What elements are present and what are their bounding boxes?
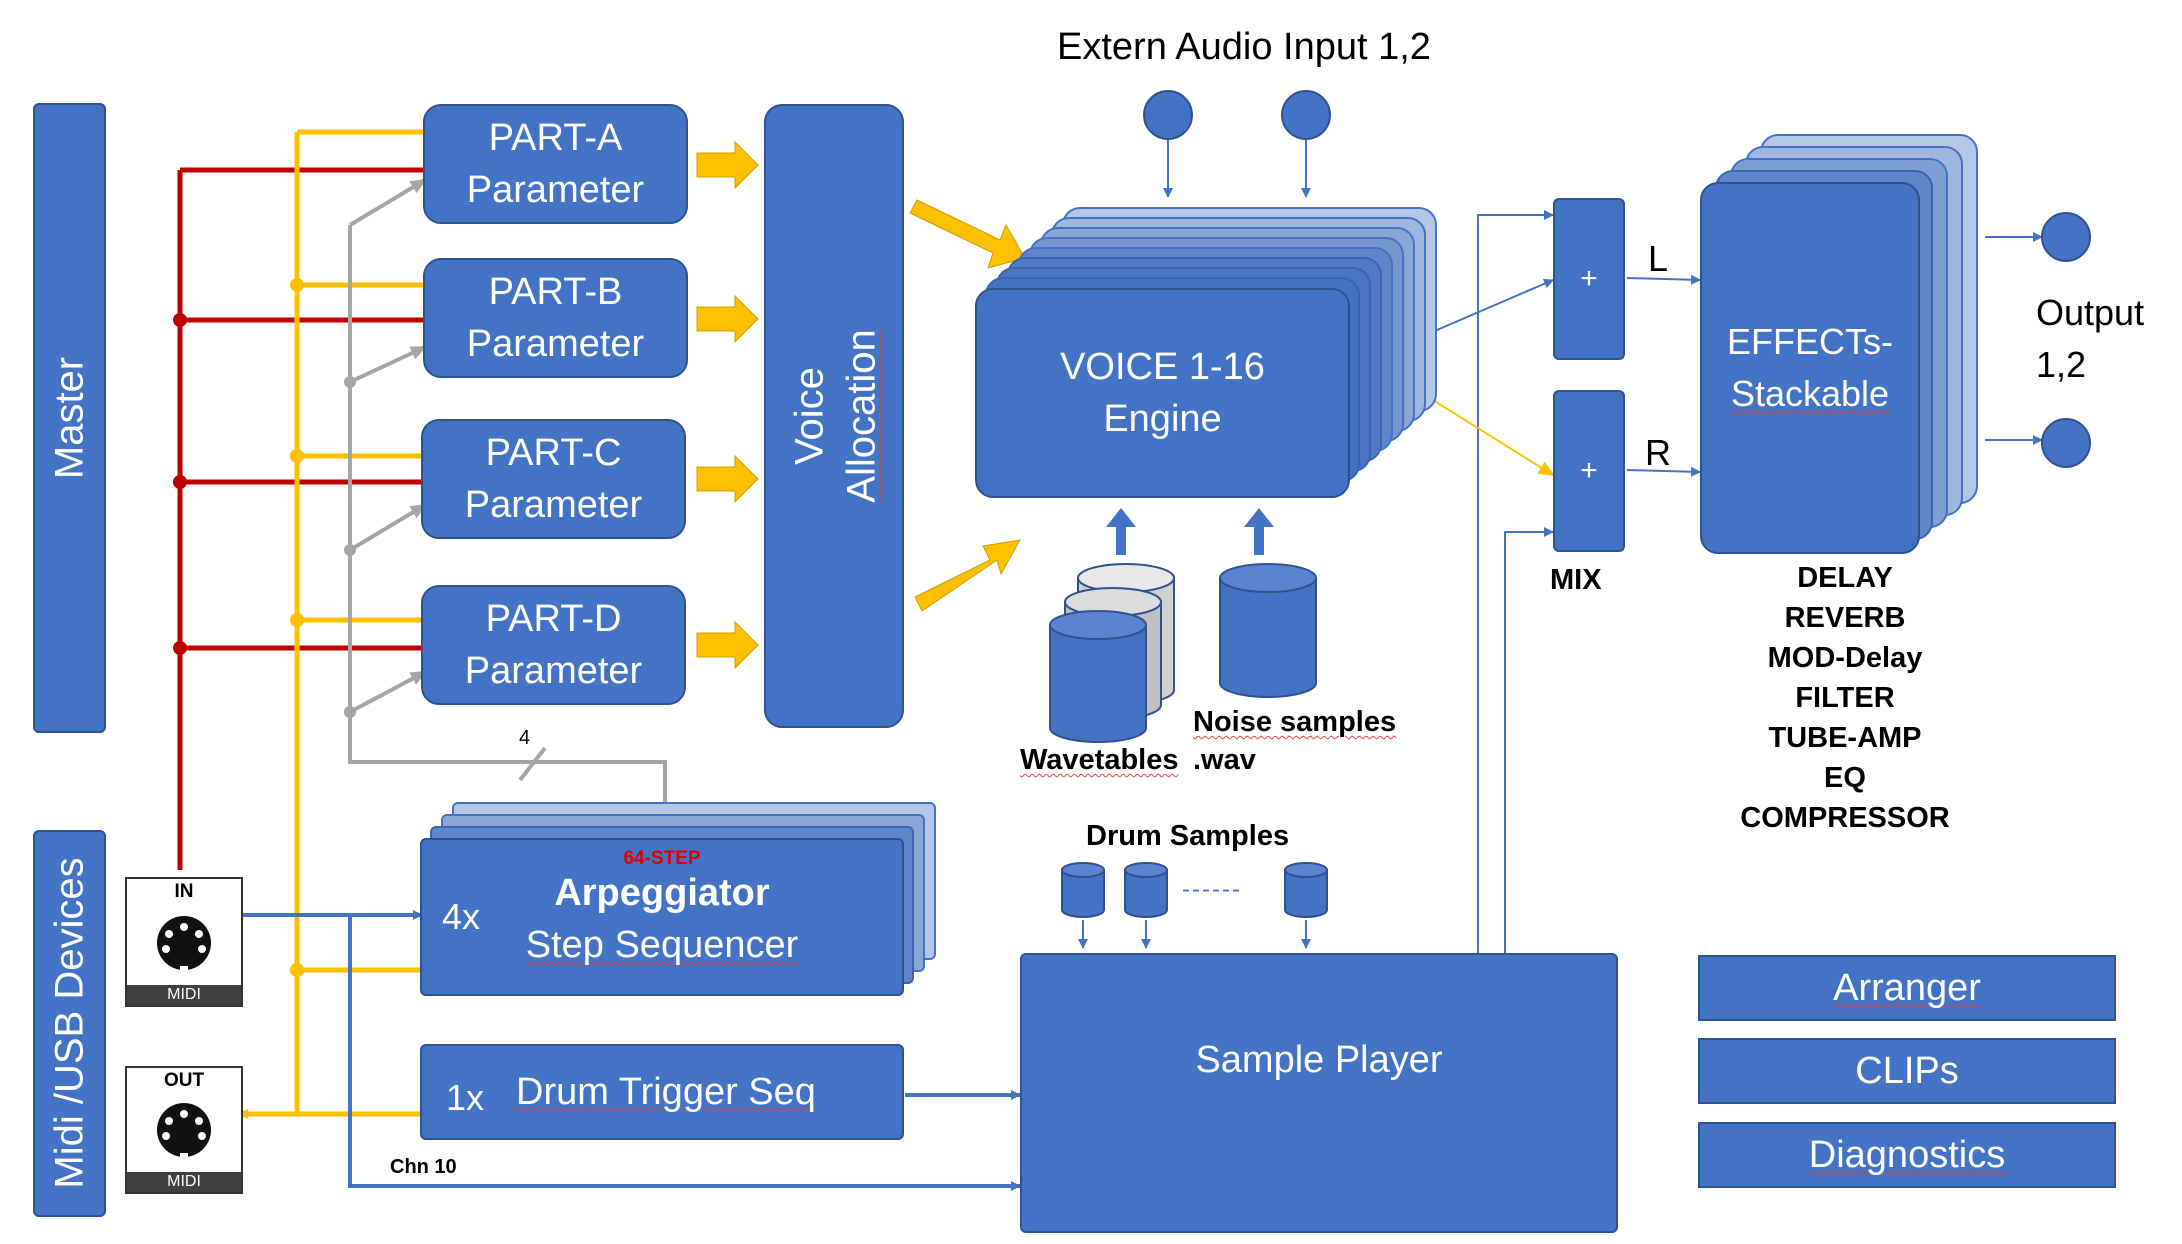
part-c-parameter: Parameter <box>464 484 643 526</box>
arpeggiator-title: Arpeggiator <box>554 872 770 914</box>
noise-samples-label: Noise samples <box>1193 706 1397 738</box>
drum-samples-label: Drum Samples <box>1086 820 1290 852</box>
drum-samples-dashes: ------ <box>1182 876 1242 903</box>
midi-din-icon <box>157 1103 211 1159</box>
midi-usb-label: Midi /USB Devices <box>47 857 92 1189</box>
arpeggiator-count: 4x <box>442 896 481 937</box>
effects-title: EFFECTs- <box>1727 321 1893 362</box>
noise-wav-label: .wav <box>1193 744 1256 776</box>
voice-allocation-line2: Allocation <box>839 329 884 503</box>
clips-label: CLIPs <box>1855 1049 1959 1092</box>
voice-engine-subtitle: Engine <box>1103 398 1222 440</box>
part-d-block: PART-D Parameter <box>421 585 686 705</box>
mix-right-plus: + <box>1580 454 1598 487</box>
effect-item: COMPRESSOR <box>1740 802 1950 834</box>
mix-left-plus: + <box>1580 262 1598 295</box>
drum-trigger-count: 1x <box>446 1077 485 1118</box>
midi-in-footer: MIDI <box>127 985 241 1005</box>
part-b-block: PART-B Parameter <box>423 258 688 378</box>
mix-right-block: + <box>1553 390 1625 552</box>
drum-sample-cylinders <box>1061 862 1328 918</box>
extern-audio-label: Extern Audio Input 1,2 <box>1057 26 1431 68</box>
blue-midi-lines <box>243 910 1021 1191</box>
effect-item: DELAY <box>1797 562 1893 594</box>
master-panel <box>33 103 106 733</box>
drum-trigger-label: Drum Trigger Seq <box>516 1070 816 1113</box>
sample-player-block: Sample Player <box>1020 953 1618 1233</box>
voice-engine-title: VOICE 1-16 <box>1060 346 1265 388</box>
diagnostics-button[interactable]: Diagnostics <box>1698 1122 2116 1188</box>
part-b-parameter: Parameter <box>466 323 645 365</box>
effect-item: EQ <box>1824 762 1866 794</box>
part-c-block: PART-C Parameter <box>421 419 686 539</box>
part-d-parameter: Parameter <box>464 650 643 692</box>
gray-control-bus <box>348 178 667 802</box>
voice-allocation-block <box>764 104 904 728</box>
sample-player-label: Sample Player <box>1195 1039 1443 1081</box>
master-label: Master <box>47 356 92 480</box>
part-b-name: PART-B <box>488 271 623 313</box>
voice-allocation-line1: Voice <box>787 367 832 465</box>
effects-subtitle: Stackable <box>1730 373 1890 414</box>
midi-out-port: OUT MIDI <box>125 1066 243 1194</box>
part-a-block: PART-A Parameter <box>423 104 688 224</box>
effect-item: REVERB <box>1784 602 1906 634</box>
midi-out-label: OUT <box>163 1070 205 1091</box>
part-d-name: PART-D <box>485 598 622 640</box>
effect-item: FILTER <box>1795 682 1895 714</box>
arpeggiator-steps-tag: 64-STEP <box>623 848 701 869</box>
audio-lines <box>1078 135 2043 955</box>
effect-item: TUBE-AMP <box>1768 722 1922 754</box>
mix-label: MIX <box>1550 564 1602 596</box>
left-channel-label: L <box>1648 238 1669 279</box>
right-channel-label: R <box>1645 432 1671 473</box>
midi-din-icon <box>157 916 211 972</box>
output-label-line1: Output <box>2036 292 2145 333</box>
bus-width-label: 4 <box>519 727 531 749</box>
arpeggiator-block: 4x 64-STEP Arpeggiator Step Sequencer <box>420 838 904 996</box>
diagnostics-label: Diagnostics <box>1808 1133 2006 1176</box>
mix-left-block: + <box>1553 198 1625 360</box>
source-up-arrows <box>1106 508 1274 555</box>
midi-usb-panel <box>33 830 106 1217</box>
voice-engine-block: VOICE 1-16 Engine <box>975 288 1350 498</box>
arranger-label: Arranger <box>1833 966 1981 1009</box>
audio-io-circles <box>1143 90 2091 468</box>
part-c-name: PART-C <box>485 432 622 474</box>
effects-list: DELAY REVERB MOD-Delay FILTER TUBE-AMP E… <box>1700 558 1990 838</box>
step-sequencer-label: Step Sequencer <box>525 924 799 966</box>
output-label-line2: 1,2 <box>2036 344 2087 385</box>
channel-label: Chn 10 <box>390 1156 457 1178</box>
part-output-arrows <box>696 140 1026 670</box>
midi-in-label: IN <box>174 881 194 902</box>
effect-item: MOD-Delay <box>1767 642 1923 674</box>
part-a-name: PART-A <box>488 117 623 159</box>
wavetable-cylinders <box>1049 563 1317 743</box>
red-midi-bus <box>177 167 425 870</box>
clips-button[interactable]: CLIPs <box>1698 1038 2116 1104</box>
arranger-button[interactable]: Arranger <box>1698 955 2116 1021</box>
part-a-parameter: Parameter <box>466 169 645 211</box>
yellow-bus <box>236 129 425 1119</box>
midi-out-footer: MIDI <box>127 1172 241 1192</box>
midi-in-port: IN MIDI <box>125 877 243 1007</box>
wavetables-label: Wavetables <box>1020 744 1179 776</box>
drum-trigger-block: 1x Drum Trigger Seq <box>420 1044 904 1140</box>
effects-block: EFFECTs- Stackable <box>1700 182 1920 554</box>
